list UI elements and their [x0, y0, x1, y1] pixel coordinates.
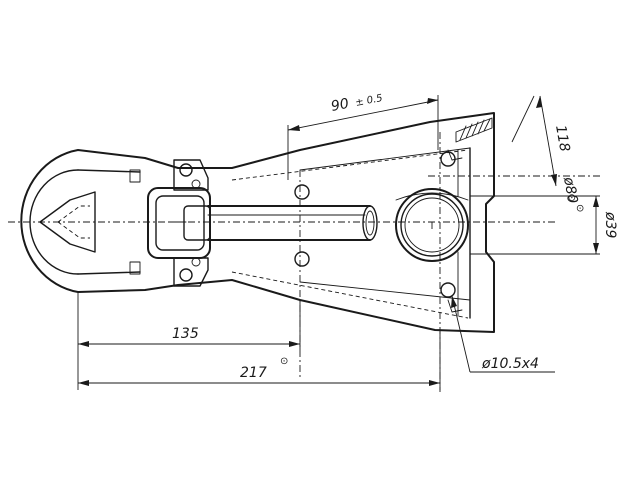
dim-90-tolerance: ± 0.5 — [354, 93, 383, 109]
dim-39-mark: ⊙ — [574, 204, 585, 212]
main-bore — [395, 188, 469, 262]
dim-217-length: 217 ⊙ — [78, 330, 441, 390]
hole-bottom-right — [440, 282, 456, 298]
holes-label: ø10.5x4 — [481, 356, 539, 372]
dim-90-spacing: 90 ± 0.5 — [287, 93, 439, 180]
hole-bottom-left — [294, 251, 310, 267]
dim-118-height: 118 ⊙ — [552, 124, 577, 203]
dim-135-label: 135 — [172, 326, 199, 342]
dim-80-mark: ⊙ — [565, 193, 577, 203]
mounting-holes — [294, 151, 456, 298]
dim-217-label: 217 — [240, 365, 267, 381]
dim-217-mark: ⊙ — [280, 356, 288, 367]
locking-lever — [129, 159, 211, 287]
hole-top-left — [294, 184, 310, 200]
dim-holes-callout: ø10.5x4 — [451, 295, 555, 373]
dim-135-length: 135 — [77, 292, 301, 390]
coupling-head-body — [20, 112, 495, 333]
dim-80-diameter: ø80 — [511, 95, 581, 205]
dim-39-diameter: ø39 ⊙ — [470, 195, 618, 255]
drawbar-tube — [207, 205, 378, 241]
hole-top-right — [440, 151, 456, 167]
dim-118-label: 118 — [552, 124, 572, 153]
dim-39-label: ø39 — [602, 211, 618, 238]
dim-80-label: ø80 — [560, 175, 581, 205]
dim-90-label: 90 — [330, 96, 351, 115]
